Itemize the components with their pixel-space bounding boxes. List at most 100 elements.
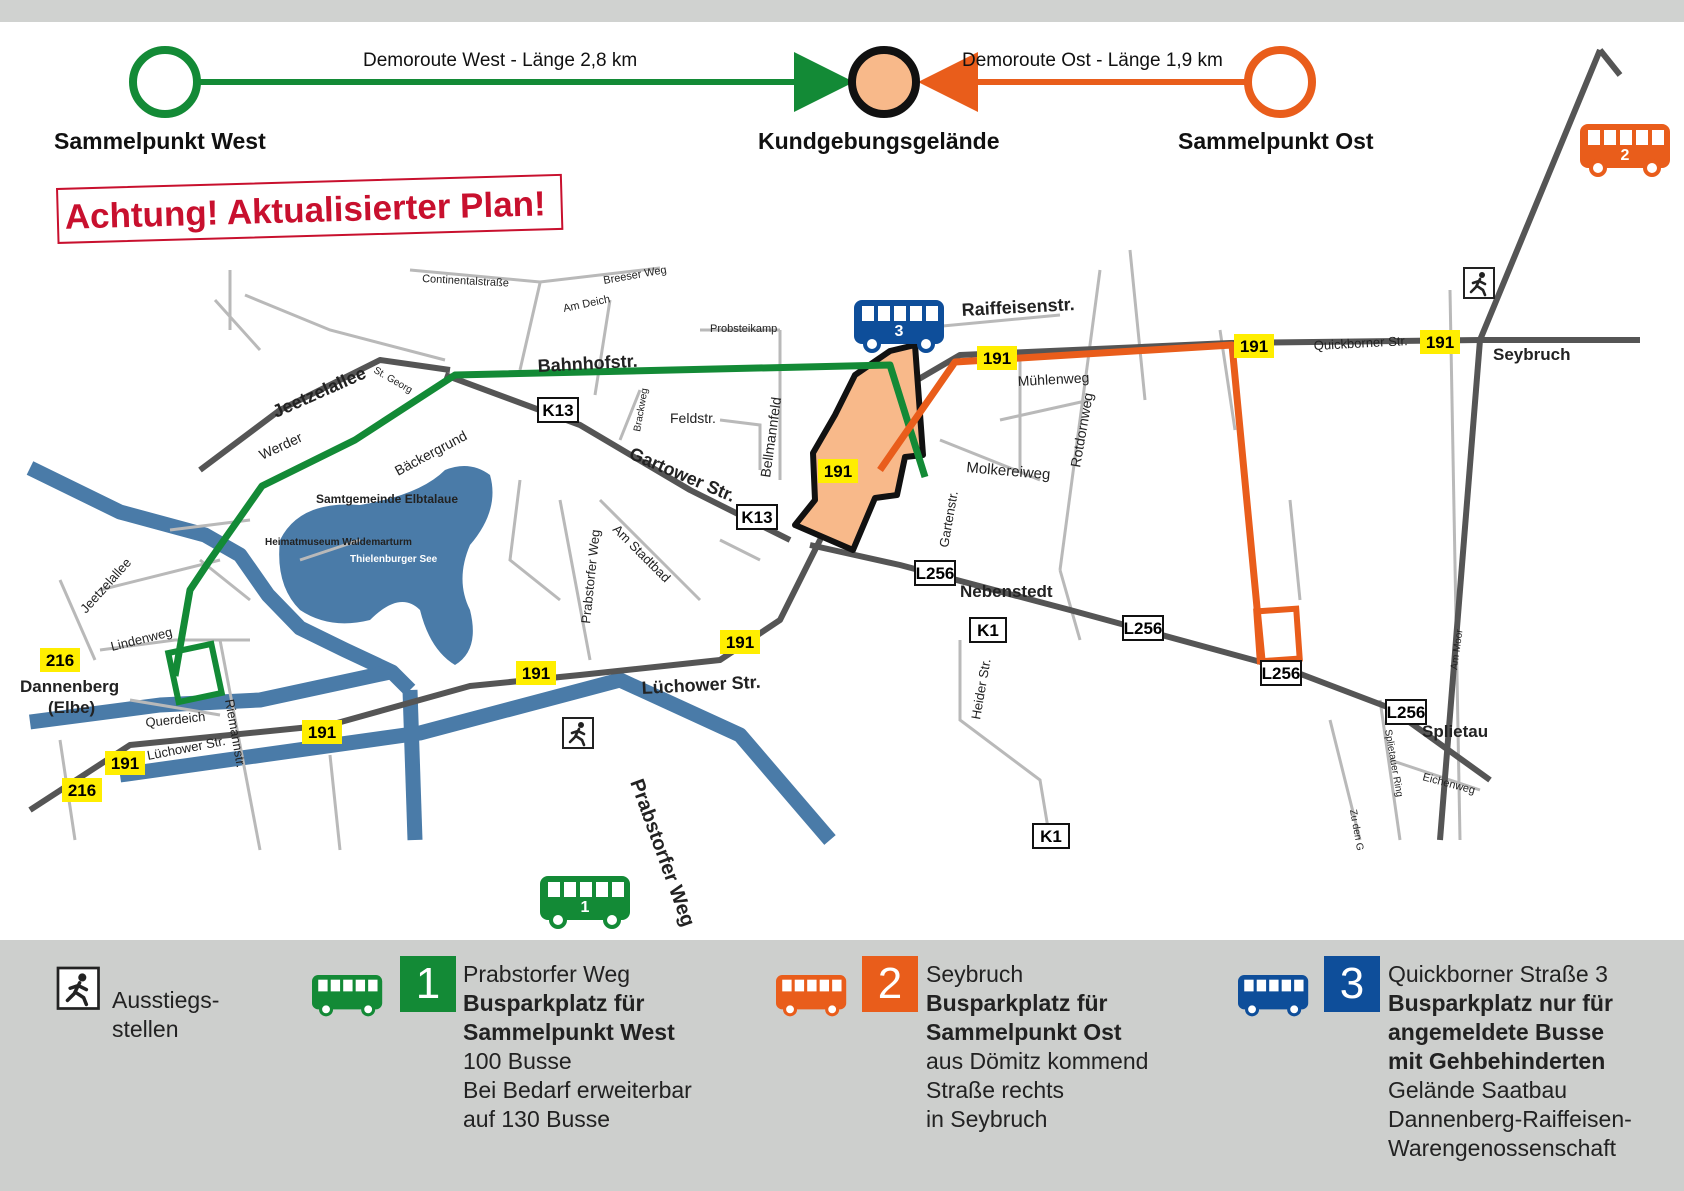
label-nebenstedt: Nebenstedt <box>960 582 1053 601</box>
top-bar <box>0 0 1684 22</box>
legend-b2-l5: Straße rechts <box>926 1077 1065 1103</box>
legend-bus-icon-1 <box>310 973 384 1017</box>
legend-bus-1: Prabstorfer Weg Busparkplatz für Sammelp… <box>463 960 692 1134</box>
legend-b3-l6: Dannenberg-Raiffeisen- <box>1388 1106 1632 1132</box>
legend-b1-l2: Busparkplatz für <box>463 990 645 1016</box>
label-werder: Werder <box>257 429 305 463</box>
rally-point-marker <box>848 46 920 118</box>
bus-icon-3: 3 <box>852 298 946 353</box>
east-point-marker <box>1244 46 1316 118</box>
bus-parking-east <box>1253 605 1303 665</box>
legend-b1-l3: Sammelpunkt West <box>463 1019 675 1045</box>
label-quickborner-str: Quickborner Str. <box>1313 333 1408 353</box>
legend-b2-l3: Sammelpunkt Ost <box>926 1019 1122 1045</box>
label-molkereiweg: Molkereiweg <box>966 459 1051 483</box>
label-prabstorfer-weg-small: Prabstorfer Weg <box>578 529 603 624</box>
point-west-title: Sammelpunkt West <box>54 128 266 154</box>
svg-text:K1: K1 <box>1040 827 1062 846</box>
point-east-title: Sammelpunkt Ost <box>1178 128 1374 154</box>
label-st-georg: St. Georg <box>372 365 415 396</box>
svg-text:191: 191 <box>522 664 550 683</box>
legend-number-1: 1 <box>400 956 456 1012</box>
label-feldstr: Feldstr. <box>670 410 716 426</box>
badge-k1-b: K1 <box>1032 823 1070 849</box>
badge-216-a: 216 <box>40 648 80 672</box>
legend-b1-l5: Bei Bedarf erweiterbar <box>463 1077 692 1103</box>
svg-text:L256: L256 <box>1262 664 1301 683</box>
route-east-label: Demoroute Ost - Länge 1,9 km <box>962 50 1223 71</box>
legend-b3-l1: Quickborner Straße 3 <box>1388 961 1608 987</box>
label-heimatmuseum: Heimatmuseum Waldemarturm <box>265 537 412 548</box>
badge-k13-a: K13 <box>537 397 579 423</box>
legend-b2-l4: aus Dömitz kommend <box>926 1048 1149 1074</box>
label-gartenstr: Gartenstr. <box>936 490 961 549</box>
svg-text:1: 1 <box>581 899 590 916</box>
badge-191-c: 191 <box>1420 330 1460 354</box>
label-jeetzelallee-small: Jeetzelallee <box>77 555 134 616</box>
badge-191-g: 191 <box>302 720 342 744</box>
label-zu-den-g: Zu den G <box>1347 809 1365 852</box>
svg-text:216: 216 <box>46 651 74 670</box>
lake-thielenburger-see <box>279 466 493 665</box>
map-route-west <box>171 361 929 677</box>
bus-parking-west <box>164 640 226 706</box>
badge-216-b: 216 <box>62 778 102 802</box>
exit-icon-seybruch <box>1462 266 1496 300</box>
label-elbe: (Elbe) <box>48 698 95 717</box>
legend-number-2: 2 <box>862 956 918 1012</box>
badge-l256-d: L256 <box>1385 699 1427 725</box>
badge-191-f: 191 <box>516 661 556 685</box>
svg-text:K1: K1 <box>977 621 999 640</box>
legend-b3-l3: angemeldete Busse <box>1388 1019 1605 1045</box>
legend-bus-icon-2 <box>774 973 848 1017</box>
svg-text:191: 191 <box>1240 337 1268 356</box>
legend-b2-l6: in Seybruch <box>926 1106 1048 1132</box>
badge-k1-a: K1 <box>969 617 1007 643</box>
legend-bus-3: Quickborner Straße 3 Busparkplatz nur fü… <box>1388 960 1632 1163</box>
svg-text:191: 191 <box>983 349 1011 368</box>
badge-l256-c: L256 <box>1260 660 1302 686</box>
legend-b1-l4: 100 Busse <box>463 1048 572 1074</box>
street-network <box>58 249 1481 851</box>
legend-b3-l5: Gelände Saatbau <box>1388 1077 1568 1103</box>
svg-text:L256: L256 <box>1387 703 1426 722</box>
label-am-deich: Am Deich <box>562 293 611 315</box>
svg-text:3: 3 <box>895 323 904 340</box>
svg-text:2: 2 <box>1621 147 1630 164</box>
legend-b3-l2: Busparkplatz nur für <box>1388 990 1613 1016</box>
svg-text:216: 216 <box>68 781 96 800</box>
road-badges: 191 191 191 191 191 191 191 191 216 216 … <box>40 330 1460 849</box>
legend-b2-l1: Seybruch <box>926 961 1024 987</box>
label-jeetzelallee: Jeetzelallee <box>269 363 369 422</box>
svg-text:K13: K13 <box>741 508 772 527</box>
label-continentalstrasse: Continentalstraße <box>422 273 509 290</box>
label-brackweg: Brackweg <box>632 387 650 432</box>
legend-bus-icon-3 <box>1236 973 1310 1017</box>
svg-text:191: 191 <box>308 723 336 742</box>
badge-191-h: 191 <box>105 751 145 775</box>
legend-number-3: 3 <box>1324 956 1380 1012</box>
badge-l256-b: L256 <box>1122 615 1164 641</box>
svg-text:191: 191 <box>1426 333 1454 352</box>
label-gartower-str: Gartower Str. <box>626 443 738 506</box>
legend-b2-l2: Busparkplatz für <box>926 990 1108 1016</box>
legend-exit-line2: stellen <box>112 1016 179 1042</box>
bus-icon-1: 1 <box>538 874 632 929</box>
water <box>26 461 836 845</box>
legend-exit-icon <box>56 966 101 1011</box>
label-am-stadtbad: Am Stadtbad <box>610 522 674 586</box>
legend-b1-l1: Prabstorfer Weg <box>463 961 631 987</box>
label-lindenweg: Lindenweg <box>109 624 174 654</box>
label-muehlenweg: Mühlenweg <box>1017 369 1089 389</box>
label-querdeich: Querdeich <box>145 709 206 730</box>
legend-b3-l7: Warengenossenschaft <box>1388 1135 1617 1161</box>
label-samtgemeinde: Samtgemeinde Elbtalaue <box>316 492 458 506</box>
svg-text:191: 191 <box>824 462 852 481</box>
label-prabstorfer-weg: Prabstorfer Weg <box>625 776 699 929</box>
label-thielenburger-see: Thielenburger See <box>350 554 438 565</box>
badge-191-e: 191 <box>720 630 760 654</box>
label-am-moor: Am Moor <box>1449 628 1466 670</box>
badge-191-d: 191 <box>818 459 858 483</box>
rally-area <box>792 342 926 553</box>
